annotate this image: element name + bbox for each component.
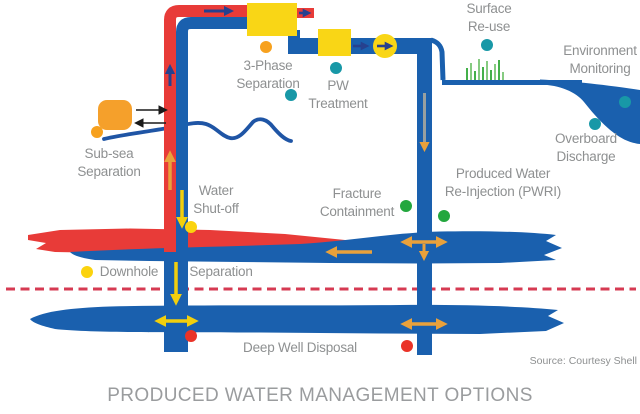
bullet-overboard-discharge (589, 118, 601, 130)
surface-reuse-branch-pipe (430, 37, 446, 81)
injection-well (417, 40, 432, 355)
bullet-surface-re-use (481, 39, 493, 51)
bullet-environment-monitoring (619, 96, 631, 108)
sea-surface-wave (102, 117, 293, 143)
riser-water-pipe (176, 17, 248, 352)
label-fracture-containment: Fracture Containment (319, 186, 395, 219)
bullet-pwri (438, 210, 450, 222)
label-water-shut-off: Water Shut-off (193, 183, 239, 216)
source-credit: Source: Courtesy Shell (529, 355, 637, 367)
bullet-pw-treatment (330, 62, 342, 74)
label-3-phase-separation: 3-Phase Separation (236, 58, 300, 91)
three-phase-separator-unit (247, 3, 297, 36)
production-riser (164, 5, 248, 352)
overboard-discharge-sea (540, 79, 640, 144)
pw-treatment-unit (318, 29, 351, 56)
flow-arrows (154, 5, 448, 330)
sub-sea-separator-unit (98, 100, 132, 130)
label-deep-well-disposal: Deep Well Disposal (243, 340, 357, 355)
label-pw-treatment: PW Treatment (308, 78, 368, 111)
label-downhole: Downhole (99, 264, 159, 279)
label-separation: Separation (189, 264, 253, 279)
bullet-fracture-containment (400, 200, 412, 212)
page-title: PRODUCED WATER MANAGEMENT OPTIONS (107, 385, 533, 406)
bullet-deep-well-disposal-left (185, 330, 197, 342)
riser-oil-pipe (164, 5, 248, 252)
bullet-treated-water (285, 89, 297, 101)
option-markers (81, 39, 631, 352)
bullet-sub-sea-separation (91, 126, 103, 138)
label-environment-monitoring: Environment Monitoring (563, 43, 637, 76)
bullet-water-shut-off (185, 221, 197, 233)
label-pwri: Produced Water Re-Injection (PWRI) (444, 166, 562, 199)
label-overboard-discharge: Overboard Discharge (555, 131, 617, 164)
label-surface-re-use: Surface Re-use (466, 1, 512, 34)
surface-reuse-grass (466, 59, 504, 80)
bullet-deep-well-disposal-right (401, 340, 413, 352)
deep-aquifer-layer (30, 304, 564, 334)
bullet-3-phase-separation (260, 41, 272, 53)
bullet-downhole-separation (81, 266, 93, 278)
label-sub-sea-separation: Sub-sea Separation (77, 146, 141, 179)
